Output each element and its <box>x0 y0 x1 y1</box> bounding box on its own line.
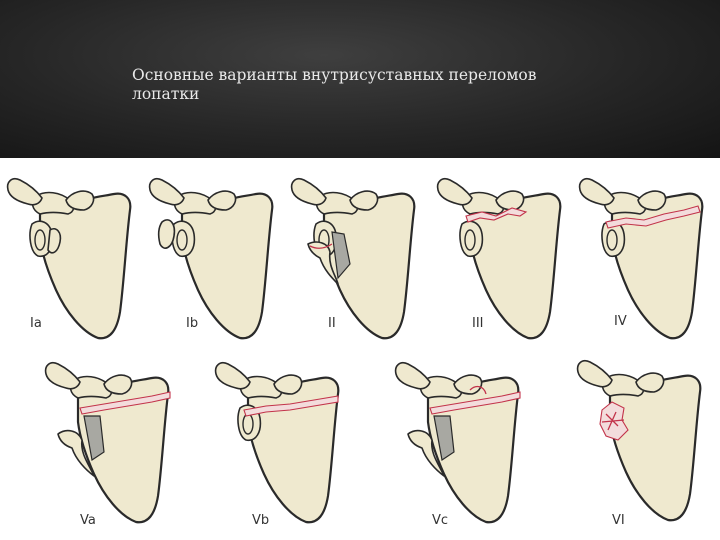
slide-header: Основные варианты внутрисуставных перело… <box>0 0 720 158</box>
label-type-va: Va <box>80 513 96 528</box>
diagram-type-vi <box>576 359 702 522</box>
scapula-diagram-svg: Ia Ib II III IV Va Vb Vc VI <box>6 177 704 528</box>
diagram-type-ia <box>6 177 132 340</box>
diagram-type-vb <box>214 361 340 524</box>
diagram-type-ii <box>290 177 416 340</box>
diagram-type-iii <box>436 177 562 340</box>
label-type-vc: Vc <box>432 513 448 528</box>
label-type-iii: III <box>472 316 484 331</box>
label-type-iv: IV <box>614 314 627 329</box>
fracture-classification-figure: Ia Ib II III IV Va Vb Vc VI <box>0 158 720 540</box>
label-type-ii: II <box>328 316 336 331</box>
label-type-vb: Vb <box>252 513 269 528</box>
slide-title: Основные варианты внутрисуставных перело… <box>132 66 537 103</box>
diagram-type-vc <box>394 361 521 524</box>
label-type-vi: VI <box>612 513 625 528</box>
label-type-ia: Ia <box>30 316 42 331</box>
diagram-type-iv <box>578 177 704 340</box>
diagram-type-ib <box>148 177 274 340</box>
label-type-ib: Ib <box>186 316 198 331</box>
diagram-type-va <box>44 361 171 524</box>
